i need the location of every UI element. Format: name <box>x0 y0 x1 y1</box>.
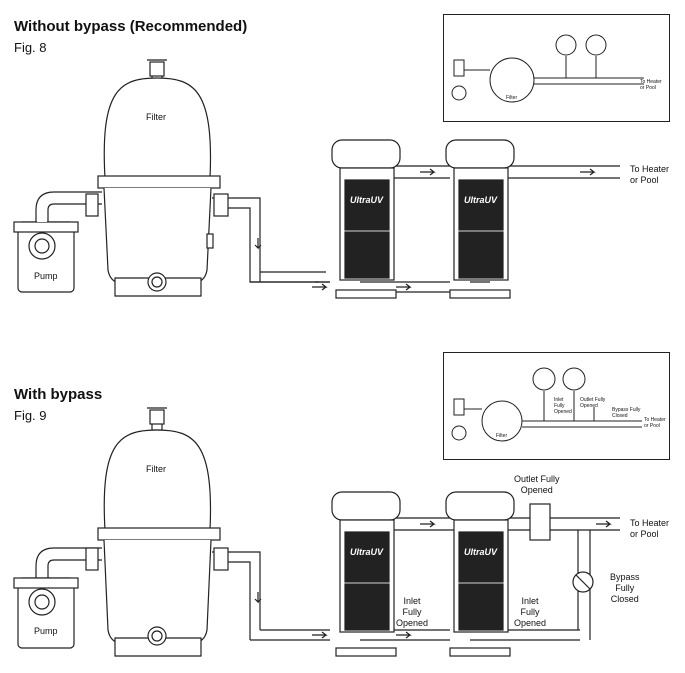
fig9-heading: With bypass <box>14 386 103 403</box>
fig8-heading: Without bypass (Recommended) <box>14 18 248 35</box>
fig9-pipes <box>212 503 620 641</box>
fig9-inset-filter-label: Filter <box>496 433 508 439</box>
fig9-to-heater-label: To Heater or Pool <box>630 518 670 539</box>
fig9-inset-bypass-label: Bypass Fully Closed <box>612 407 641 419</box>
fig8-to-heater-label: To Heater or Pool <box>630 164 670 185</box>
fig9-inset: Filter Inlet Fully Opened Outlet Fully O… <box>443 352 670 460</box>
fig9-inset-inlet-label: Inlet Fully Opened <box>554 397 572 415</box>
fig8-inset-filter-label: Filter <box>506 95 518 101</box>
fig9-label: Fig. 9 <box>14 408 47 423</box>
fig8-filter-label: Filter <box>146 112 166 122</box>
fig9-filter-tank <box>97 407 221 657</box>
fig9-pump-label: Pump <box>34 626 58 636</box>
fig9-inlet-label-2: Inlet Fully Opened <box>514 596 547 628</box>
fig8-uv-brand-2: UltraUV <box>464 195 498 205</box>
fig8-pipes <box>212 165 620 293</box>
fig8-label: Fig. 8 <box>14 40 47 55</box>
fig9-uv-brand-1: UltraUV <box>350 547 384 557</box>
fig9-inset-to-heater-label: To Heater or Pool <box>644 417 666 429</box>
fig8-uv-unit-1 <box>331 139 401 299</box>
fig9-uv-unit-2 <box>445 491 515 657</box>
fig8-pump <box>13 191 102 293</box>
fig8-filter-tank <box>97 59 221 297</box>
fig8-uv-brand-1: UltraUV <box>350 195 384 205</box>
fig9-filter-label: Filter <box>146 464 166 474</box>
fig8-inset-to-heater-label: To Heater or Pool <box>640 79 662 91</box>
fig9-uv-unit-1 <box>331 491 401 657</box>
fig8-pump-label: Pump <box>34 271 58 281</box>
fig9-uv-brand-2: UltraUV <box>464 547 498 557</box>
fig8-inset: Filter To Heater or Pool <box>443 14 670 122</box>
fig9-pump <box>13 547 102 649</box>
fig9-inset-outlet-label: Outlet Fully Opened <box>580 397 606 409</box>
fig9-bypass-label: Bypass Fully Closed <box>610 572 640 604</box>
fig8-uv-unit-2 <box>445 139 515 299</box>
fig9-outlet-label: Outlet Fully Opened <box>514 474 560 495</box>
fig9-inlet-label-1: Inlet Fully Opened <box>396 596 429 628</box>
